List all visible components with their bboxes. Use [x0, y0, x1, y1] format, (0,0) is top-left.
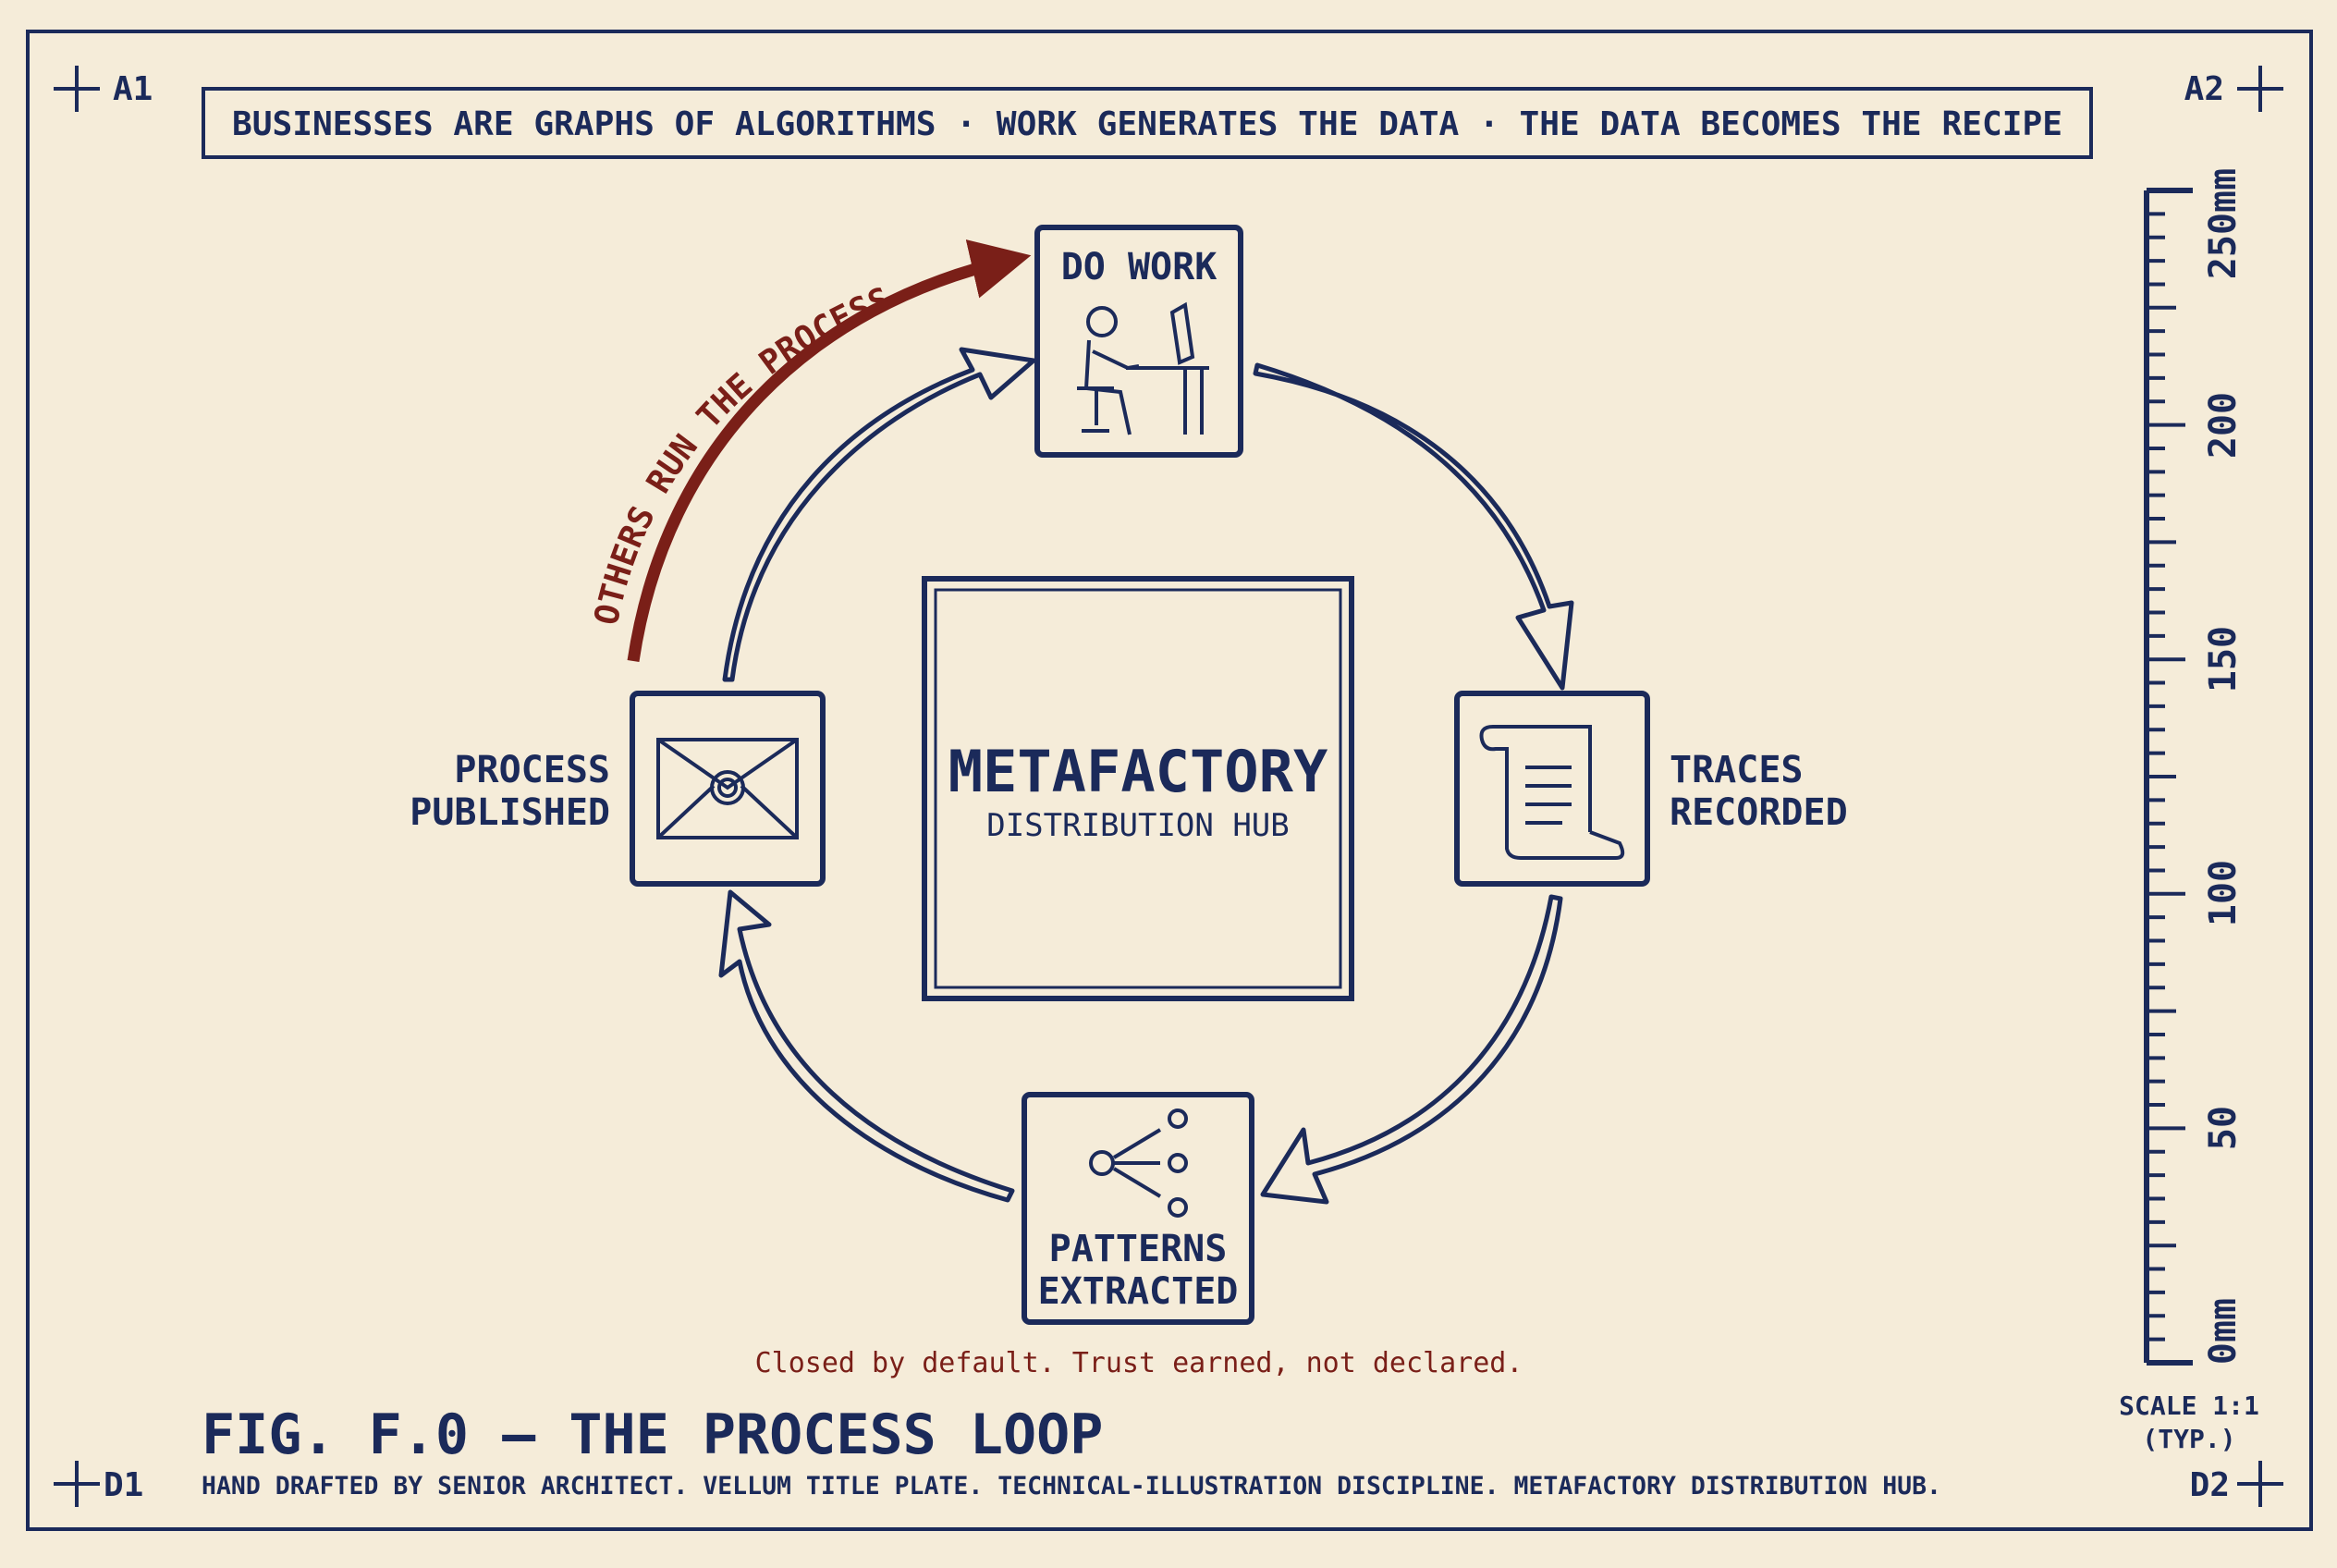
arrow-patterns-to-published: [718, 889, 1015, 1203]
arrow-published-to-work: [722, 347, 1036, 682]
node-patterns: [1022, 1092, 1254, 1325]
scale-label-200: 200: [2202, 392, 2245, 459]
sealed-envelope-icon: [656, 738, 799, 839]
scale-label-150: 150: [2202, 626, 2245, 692]
arrow-work-to-traces: [1253, 362, 1574, 691]
corner-label-a1: A1: [113, 70, 153, 108]
published-label-line1: PROCESS: [454, 749, 610, 791]
scale-label-50: 50: [2202, 1106, 2245, 1150]
node-do-work: [1034, 225, 1243, 458]
corner-mark-d1: [54, 1461, 100, 1507]
corner-label-a2: A2: [2184, 70, 2224, 108]
plate-border: [26, 30, 2313, 1531]
scale-ruler-ticks: [2147, 212, 2185, 1341]
traces-label-line1: TRACES: [1670, 749, 1804, 791]
hub-box-inner: [934, 588, 1342, 989]
scale-note-line2: (TYP.): [2142, 1424, 2235, 1454]
scroll-document-icon: [1479, 725, 1625, 860]
branching-nodes-icon: [1089, 1109, 1188, 1218]
hub-subtitle: DISTRIBUTION HUB: [986, 807, 1290, 844]
patterns-label-line1: PATTERNS: [1049, 1228, 1228, 1270]
published-label-line2: PUBLISHED: [410, 791, 610, 834]
banner-box: [202, 87, 2093, 159]
scale-label-100: 100: [2202, 860, 2245, 926]
corner-label-d1: D1: [104, 1466, 143, 1504]
others-run-arrow: [627, 239, 1032, 662]
person-at-desk-icon: [1077, 301, 1209, 435]
scale-label-250: 250mm: [2202, 168, 2245, 279]
node-do-work-label: DO WORK: [1061, 246, 1217, 288]
patterns-label-line2: EXTRACTED: [1038, 1270, 1239, 1313]
node-traces: [1454, 691, 1650, 887]
corner-mark-a1: [54, 66, 100, 112]
traces-label-line2: RECORDED: [1670, 791, 1848, 834]
closed-by-default-note: Closed by default. Trust earned, not dec…: [755, 1347, 1523, 1379]
arrow-traces-to-patterns: [1260, 894, 1563, 1205]
corner-mark-a2: [2237, 66, 2283, 112]
hub-title: METAFACTORY: [948, 738, 1328, 805]
corner-mark-d2: [2237, 1461, 2283, 1507]
corner-label-d2: D2: [2190, 1466, 2230, 1504]
banner-text: BUSINESSES ARE GRAPHS OF ALGORITHMS · WO…: [232, 105, 2062, 143]
scale-label-0: 0mm: [2202, 1298, 2245, 1365]
scale-note-line1: SCALE 1:1: [2119, 1390, 2259, 1421]
hub-box-outer: [922, 576, 1354, 1001]
node-published: [630, 691, 826, 887]
loop-arrows: [718, 347, 1574, 1205]
figure-subtitle: HAND DRAFTED BY SENIOR ARCHITECT. VELLUM…: [202, 1472, 1941, 1501]
figure-title: FIG. F.0 — THE PROCESS LOOP: [202, 1403, 1103, 1467]
